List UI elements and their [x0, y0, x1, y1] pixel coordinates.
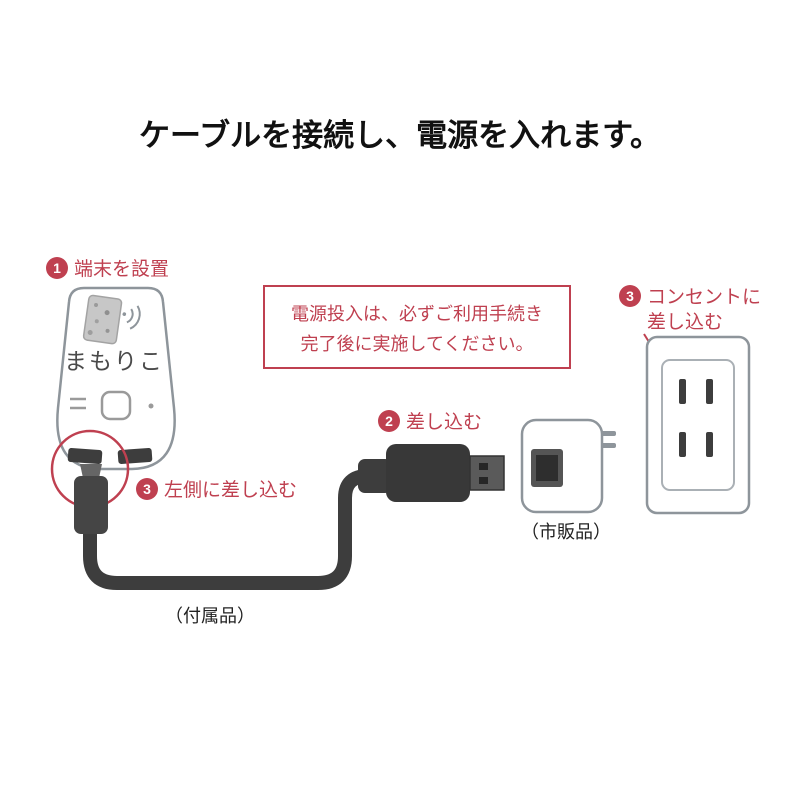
- device: まもりこ: [56, 286, 176, 471]
- adapter-prong-top: [600, 431, 616, 436]
- adapter-prong-bottom: [600, 443, 616, 448]
- step-2-label: 差し込む: [406, 411, 482, 433]
- cable-wire: [83, 469, 376, 590]
- adapter-usb-port-inner: [536, 455, 558, 481]
- page-title: ケーブルを接続し、電源を入れます。: [139, 118, 661, 153]
- ac-adapter: [520, 418, 616, 514]
- micro-usb-connector: [74, 464, 108, 534]
- outlet-slot-top-left: [679, 379, 686, 404]
- step-3-outlet-label-line2: 差し込む: [647, 311, 723, 333]
- note-box-border: [263, 285, 571, 369]
- note-box: 電源投入は、必ずご利用手続き 完了後に実施してください。: [263, 285, 571, 369]
- step-1-circle: [46, 257, 68, 279]
- nfc-icon: [122, 305, 141, 330]
- usb-cable: [74, 444, 505, 590]
- outlet-slot-bottom-left: [679, 432, 686, 457]
- step-3-port-number: 3: [143, 481, 151, 497]
- note-line-1: 電源投入は、必ずご利用手続き: [291, 304, 543, 324]
- step-1-number: 1: [53, 260, 61, 276]
- step-2-badge: 2 差し込む: [378, 410, 482, 433]
- cable-caption: （付属品）: [165, 606, 255, 626]
- step-1-label: 端末を設置: [74, 258, 169, 280]
- step-3-outlet-number: 3: [626, 288, 634, 304]
- note-line-2: 完了後に実施してください。: [301, 334, 534, 354]
- step-3-port-circle: [136, 478, 158, 500]
- step-3-outlet-circle: [619, 285, 641, 307]
- wall-outlet: [645, 335, 751, 515]
- outlet-inner-plate: [661, 359, 735, 491]
- outlet-slot-top-right: [706, 379, 713, 404]
- step-3-port-badge: 3 左側に差し込む: [136, 478, 297, 501]
- step-2-circle: [378, 410, 400, 432]
- led-dot: [148, 403, 154, 409]
- usb-port-left: [67, 448, 103, 464]
- stamp-icon: [82, 294, 123, 345]
- adapter-caption: （市販品）: [521, 522, 611, 542]
- outlet-slot-bottom-right: [706, 432, 713, 457]
- step-2-number: 2: [385, 413, 393, 429]
- step-1-badge: 1 端末を設置: [46, 257, 169, 280]
- step-3-outlet-label-line1: コンセントに: [647, 287, 761, 308]
- device-name-label: まもりこ: [64, 348, 164, 374]
- usb-a-connector: [358, 444, 505, 502]
- step-3-port-label: 左側に差し込む: [164, 479, 297, 501]
- power-button: [100, 390, 132, 421]
- device-controls: [70, 390, 154, 421]
